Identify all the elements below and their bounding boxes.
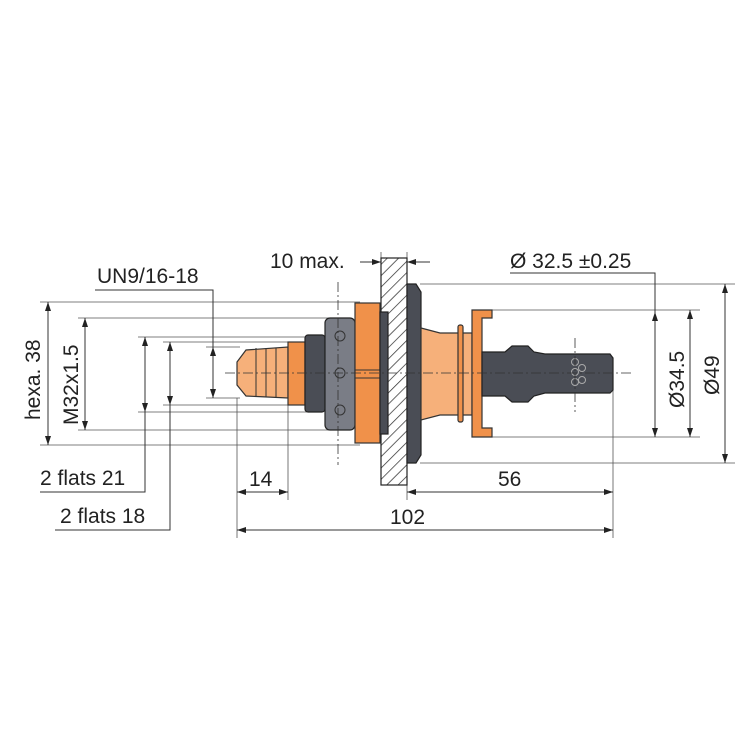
label-dim-102: 102 [390,506,425,529]
body [324,317,356,431]
label-dim-56: 56 [498,468,521,491]
label-flats-18: 2 flats 18 [60,505,145,528]
label-diameter-34-5: Ø34.5 [666,351,689,408]
label-diameter-49: Ø49 [701,355,724,395]
collar [304,334,326,413]
label-flats-21: 2 flats 21 [40,467,125,490]
plug [481,345,614,403]
label-un-thread: UN9/16-18 [97,265,199,288]
hex-small [287,341,306,406]
label-m32: M32x1.5 [60,344,83,425]
extension-lines [40,252,735,538]
flange [406,283,422,464]
nipple [236,346,289,399]
connector-body [236,283,614,464]
rear-body [420,327,473,421]
label-dim-14: 14 [249,468,273,491]
dimension-lines [40,259,728,533]
label-diameter-32-5: Ø 32.5 ±0.25 [510,250,631,273]
label-10-max: 10 max. [270,250,345,273]
label-hexa-38: hexa. 38 [22,339,45,420]
